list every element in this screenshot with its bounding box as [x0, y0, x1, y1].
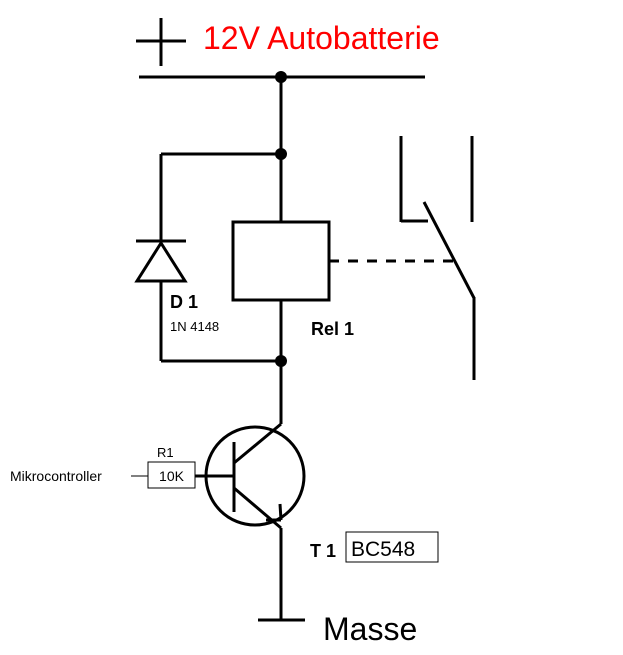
- supply-title: 12V Autobatterie: [203, 20, 440, 56]
- relay-coil: [231, 220, 331, 302]
- resistor-value: 10K: [159, 468, 185, 484]
- transistor-ref: T 1: [310, 541, 336, 561]
- relay-switch-contact: [399, 136, 476, 380]
- ground-label: Masse: [323, 611, 417, 647]
- resistor-ref: R1: [157, 445, 174, 460]
- resistor-body: [147, 461, 196, 489]
- relay-ref: Rel 1: [311, 319, 354, 339]
- transistor-part-box: [345, 531, 439, 563]
- transistor-part: BC548: [351, 538, 415, 561]
- input-label: Mikrocontroller: [10, 468, 102, 484]
- junction-dot-rail: [275, 71, 287, 83]
- diode-ref: D 1: [170, 292, 198, 312]
- supply-plus-symbol: [136, 18, 186, 66]
- diode-symbol: [134, 239, 188, 283]
- diode-part: 1N 4148: [170, 319, 219, 334]
